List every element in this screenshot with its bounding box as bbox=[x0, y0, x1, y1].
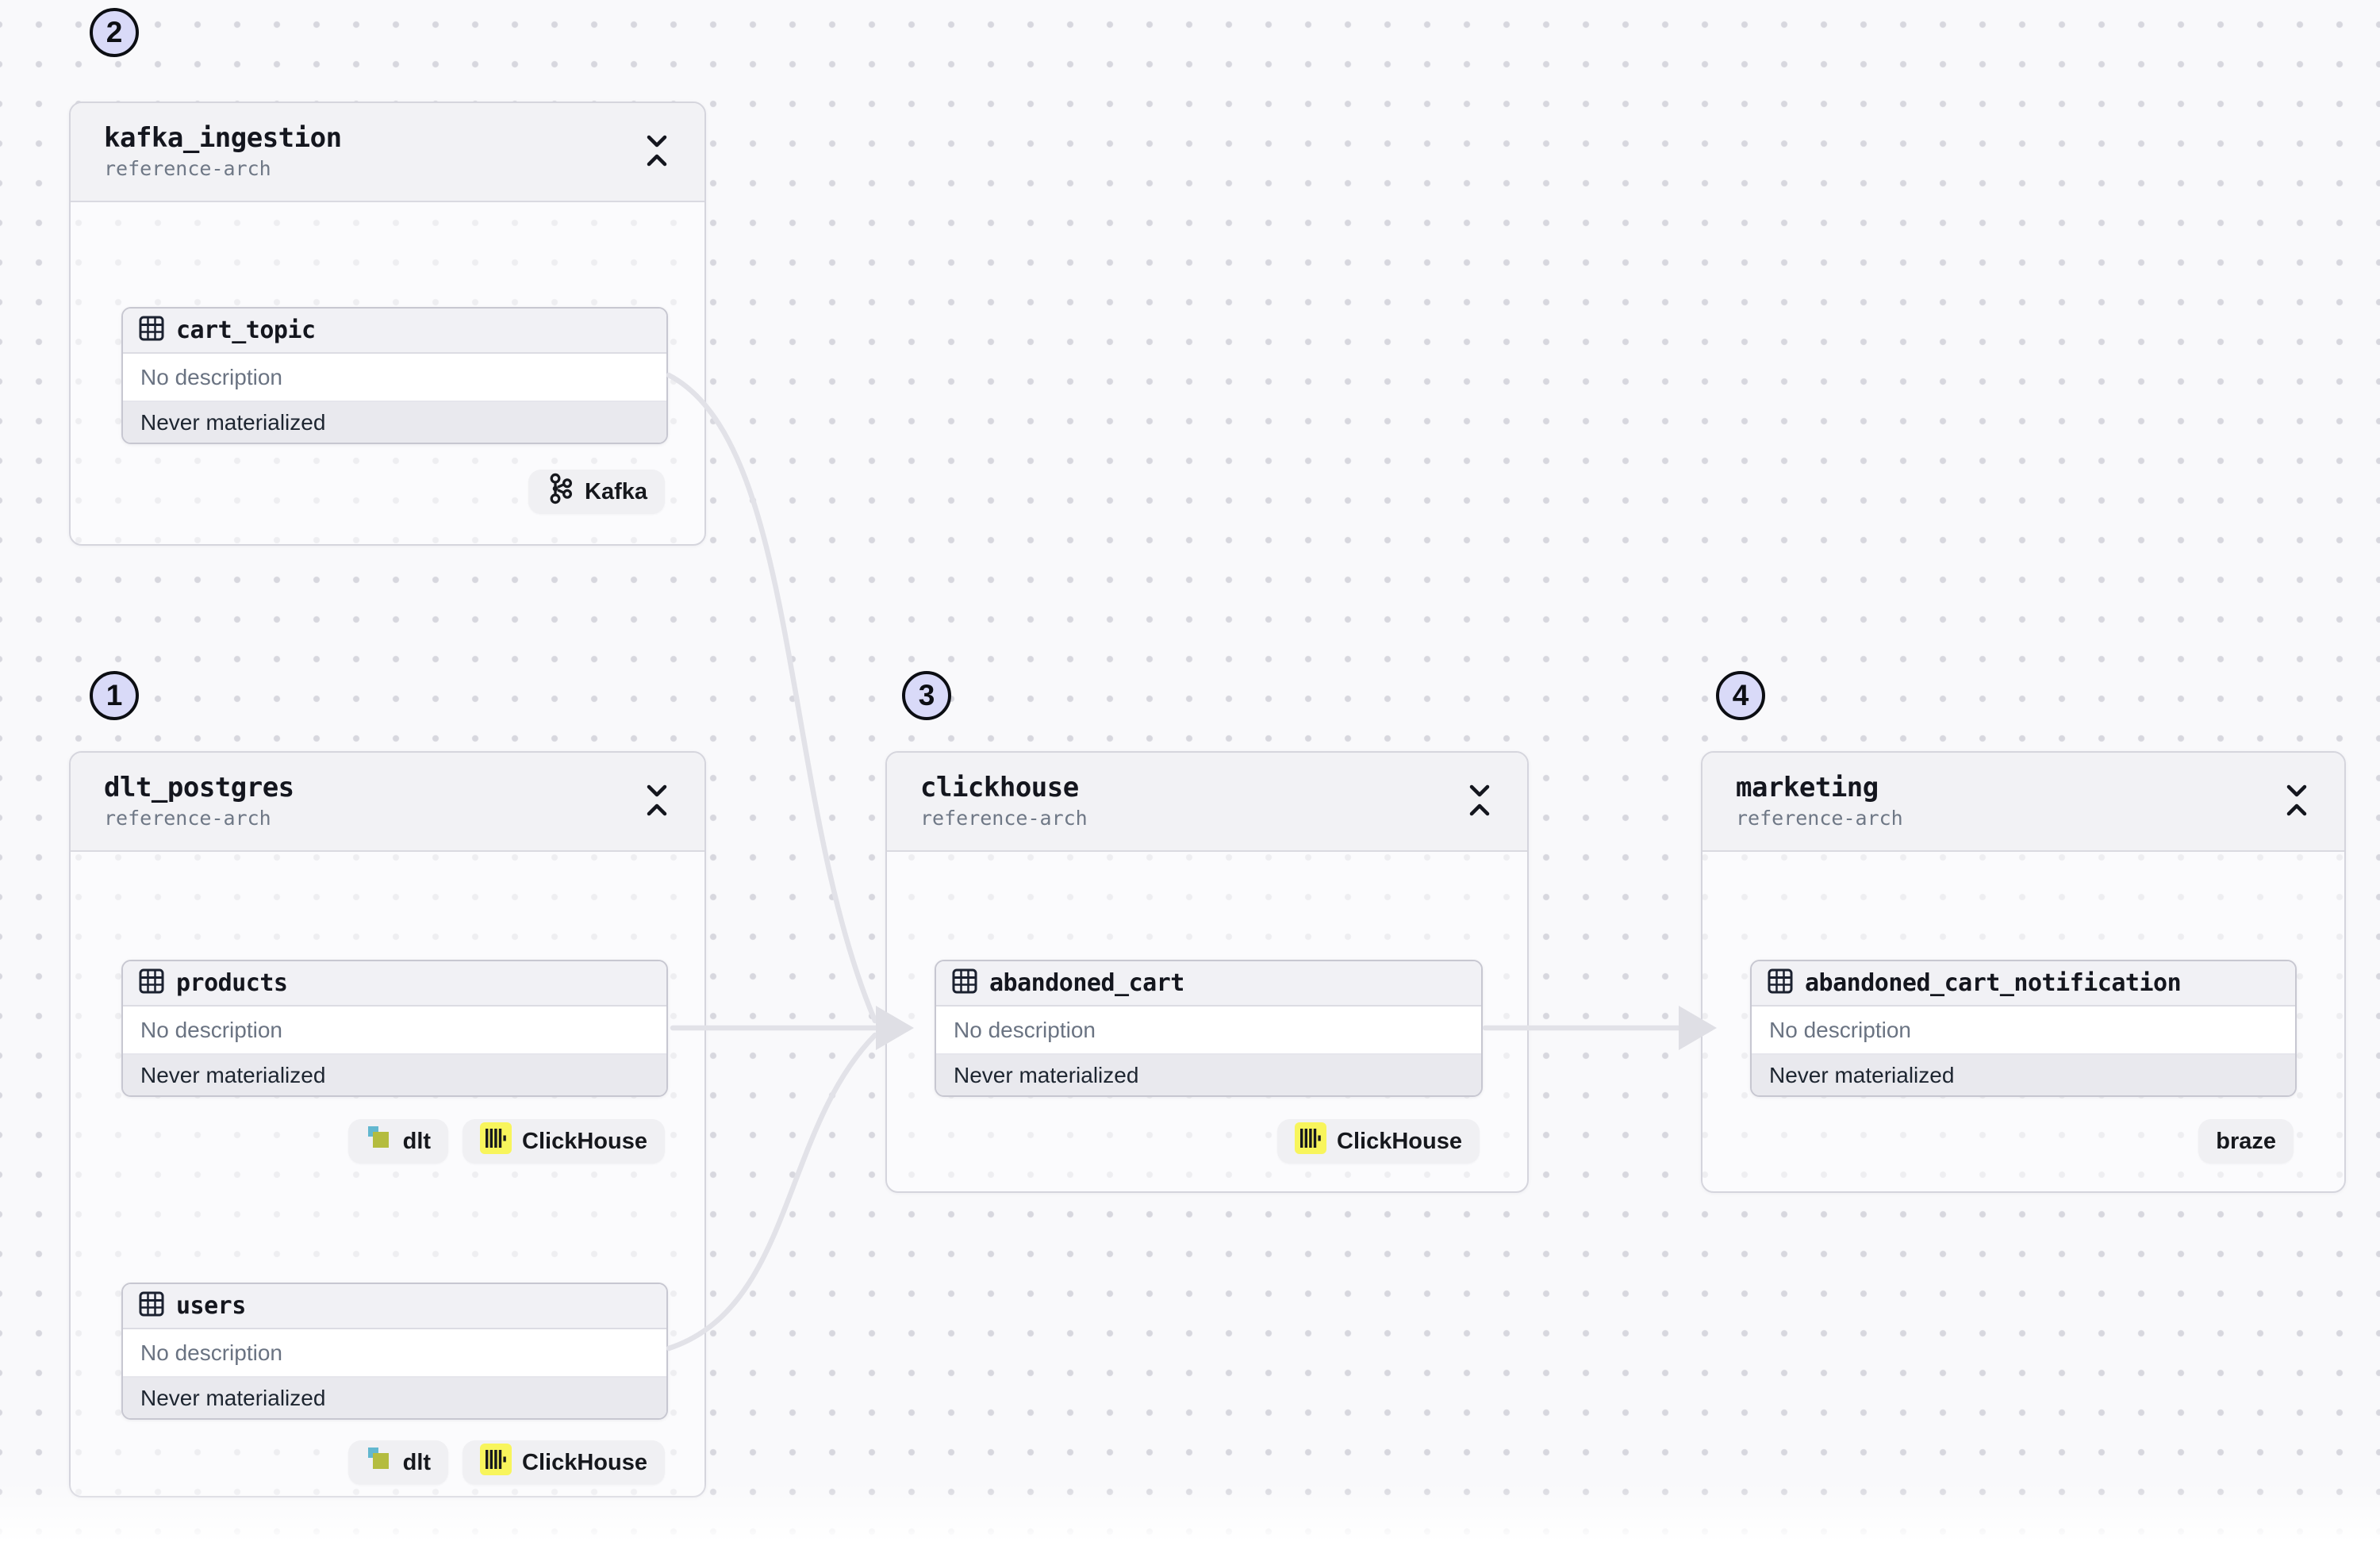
group-title: kafka_ingestion bbox=[104, 122, 342, 155]
asset-description: No description bbox=[1752, 1007, 2295, 1055]
group-clickhouse[interactable]: clickhouse reference-arch bbox=[885, 751, 1529, 1193]
asset-node-products[interactable]: products No description Never materializ… bbox=[121, 960, 668, 1097]
table-icon bbox=[952, 968, 977, 998]
group-title: dlt_postgres bbox=[104, 772, 294, 804]
group-dlt-postgres[interactable]: dlt_postgres reference-arch bbox=[69, 751, 706, 1497]
collapse-group-button[interactable] bbox=[638, 778, 676, 826]
kind-tag-clickhouse[interactable]: ClickHouse bbox=[463, 1440, 665, 1485]
table-icon bbox=[139, 316, 164, 345]
kind-tag-dlt[interactable]: dlt bbox=[347, 1119, 449, 1164]
group-title: clickhouse bbox=[920, 772, 1079, 804]
kafka-icon bbox=[546, 472, 574, 512]
kind-tag-label: ClickHouse bbox=[522, 1449, 647, 1475]
kind-tag-dlt[interactable]: dlt bbox=[347, 1440, 449, 1485]
canvas-bottom-fade bbox=[0, 1482, 2380, 1553]
asset-status: Never materialized bbox=[123, 402, 666, 443]
step-marker-4: 4 bbox=[1716, 671, 1765, 720]
kind-tag-label: ClickHouse bbox=[1337, 1128, 1462, 1154]
step-marker-number: 2 bbox=[106, 16, 123, 48]
table-icon bbox=[139, 968, 164, 998]
group-header-dlt-postgres[interactable]: dlt_postgres reference-arch bbox=[71, 753, 704, 852]
kind-tag-label: Kafka bbox=[585, 478, 647, 504]
asset-name: products bbox=[176, 969, 288, 997]
group-subtitle: reference-arch bbox=[1736, 807, 1903, 830]
asset-name: abandoned_cart_notification bbox=[1805, 969, 2182, 997]
asset-node-abandoned-cart-notification[interactable]: abandoned_cart_notification No descripti… bbox=[1750, 960, 2297, 1097]
step-marker-2: 2 bbox=[90, 8, 139, 57]
collapse-vertical-icon bbox=[643, 780, 671, 823]
clickhouse-icon bbox=[480, 1444, 512, 1482]
group-header-kafka-ingestion[interactable]: kafka_ingestion reference-arch bbox=[71, 103, 704, 202]
asset-status: Never materialized bbox=[123, 1378, 666, 1418]
asset-node-users[interactable]: users No description Never materialized bbox=[121, 1283, 668, 1420]
kind-tag-kafka[interactable]: Kafka bbox=[528, 470, 665, 514]
table-icon bbox=[1768, 968, 1793, 998]
asset-status: Never materialized bbox=[123, 1055, 666, 1095]
collapse-group-button[interactable] bbox=[638, 128, 676, 176]
kind-tag-label: dlt bbox=[402, 1128, 432, 1154]
asset-description: No description bbox=[123, 354, 666, 402]
step-marker-number: 3 bbox=[918, 679, 935, 711]
asset-name: abandoned_cart bbox=[989, 969, 1184, 997]
collapse-group-button[interactable] bbox=[1461, 778, 1499, 826]
asset-node-abandoned-cart[interactable]: abandoned_cart No description Never mate… bbox=[935, 960, 1483, 1097]
asset-description: No description bbox=[936, 1007, 1481, 1055]
asset-status: Never materialized bbox=[936, 1055, 1481, 1095]
step-marker-number: 4 bbox=[1732, 679, 1749, 711]
asset-node-cart-topic[interactable]: cart_topic No description Never material… bbox=[121, 307, 668, 444]
group-header-marketing[interactable]: marketing reference-arch bbox=[1702, 753, 2344, 852]
asset-description: No description bbox=[123, 1329, 666, 1378]
kind-tag-label: ClickHouse bbox=[522, 1128, 647, 1154]
kind-tag-clickhouse[interactable]: ClickHouse bbox=[1277, 1119, 1480, 1164]
group-subtitle: reference-arch bbox=[920, 807, 1088, 830]
asset-name: users bbox=[176, 1292, 246, 1320]
asset-status: Never materialized bbox=[1752, 1055, 2295, 1095]
collapse-vertical-icon bbox=[2282, 780, 2311, 823]
group-title: marketing bbox=[1736, 772, 1879, 804]
group-subtitle: reference-arch bbox=[104, 807, 271, 830]
asset-description: No description bbox=[123, 1007, 666, 1055]
kind-tag-braze[interactable]: braze bbox=[2198, 1119, 2294, 1164]
clickhouse-icon bbox=[1295, 1122, 1327, 1160]
step-marker-1: 1 bbox=[90, 671, 139, 720]
group-subtitle: reference-arch bbox=[104, 157, 271, 181]
kind-tag-label: dlt bbox=[402, 1449, 432, 1475]
group-marketing[interactable]: marketing reference-arch bbox=[1701, 751, 2346, 1193]
step-marker-number: 1 bbox=[106, 679, 123, 711]
dlt-icon bbox=[366, 1446, 393, 1479]
kind-tag-label: braze bbox=[2216, 1128, 2276, 1154]
collapse-group-button[interactable] bbox=[2278, 778, 2316, 826]
dlt-icon bbox=[366, 1125, 393, 1158]
table-icon bbox=[139, 1291, 164, 1321]
clickhouse-icon bbox=[480, 1122, 512, 1160]
collapse-vertical-icon bbox=[643, 130, 671, 174]
collapse-vertical-icon bbox=[1465, 780, 1494, 823]
group-header-clickhouse[interactable]: clickhouse reference-arch bbox=[887, 753, 1527, 852]
kind-tag-clickhouse[interactable]: ClickHouse bbox=[463, 1119, 665, 1164]
group-kafka-ingestion[interactable]: kafka_ingestion reference-arch bbox=[69, 102, 706, 546]
step-marker-3: 3 bbox=[902, 671, 951, 720]
asset-name: cart_topic bbox=[176, 316, 316, 344]
